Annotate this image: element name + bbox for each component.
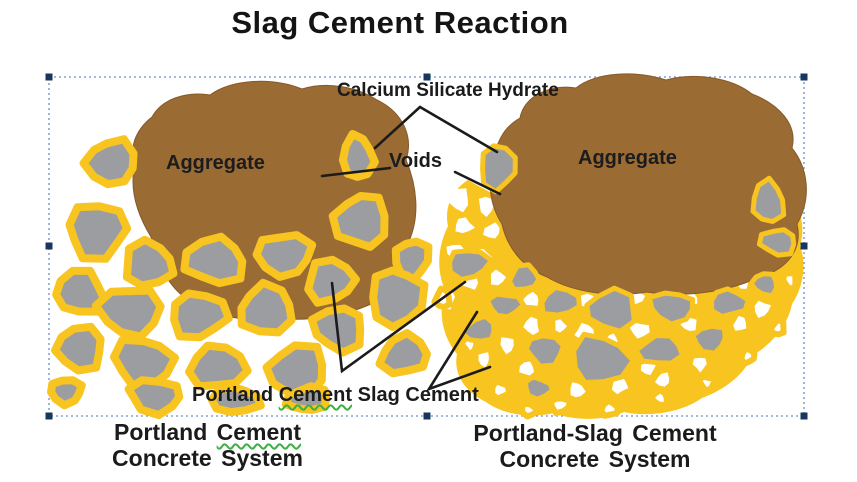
selection-handle-n[interactable] — [423, 73, 431, 81]
cement-particle — [447, 248, 494, 282]
page-title: Slag Cement Reaction — [231, 5, 569, 40]
cement-particle — [185, 341, 252, 391]
void-ring — [489, 378, 513, 402]
cement-particle — [646, 290, 696, 327]
cement-particle — [748, 271, 780, 299]
void — [500, 337, 514, 355]
aggregate-label-left: Aggregate — [166, 152, 265, 174]
void — [455, 217, 476, 234]
selection-handle-ne[interactable] — [800, 73, 808, 81]
label-word: Cement — [216, 419, 302, 445]
voids-pointer-line-right — [453, 170, 502, 196]
void — [733, 315, 747, 331]
cement-particle — [65, 202, 132, 263]
cement-particle — [328, 192, 389, 251]
cement-particle — [690, 323, 728, 356]
void-ring — [519, 400, 541, 420]
cement-particle — [539, 284, 582, 318]
cement-particle — [338, 130, 379, 181]
cement-particle — [47, 376, 86, 410]
void — [570, 382, 586, 398]
voids-pointer-line-left — [320, 166, 392, 178]
label-word: Portland — [113, 419, 208, 445]
cement-particle — [369, 266, 429, 331]
void-ring — [780, 270, 799, 293]
caption-line: Concrete System — [499, 446, 691, 472]
cement-particle — [180, 232, 247, 288]
void — [523, 291, 539, 306]
connector-lines — [320, 105, 502, 392]
portland-cement-label: Portland Cement — [192, 384, 352, 406]
selection-handle-e[interactable] — [800, 242, 808, 250]
cement-particle — [709, 286, 751, 319]
void-ring — [547, 395, 574, 417]
void-ring — [598, 397, 622, 419]
cement-particle — [262, 341, 327, 399]
right-diagram — [431, 73, 807, 420]
slag-cement-pointer-line — [425, 310, 492, 392]
caption-line: Portland-Slag Cement — [473, 420, 717, 446]
void — [754, 300, 772, 318]
cement-particle — [506, 262, 542, 292]
left-diagram — [47, 80, 433, 420]
void-ring — [738, 345, 758, 367]
cement-particle — [51, 322, 105, 375]
void — [519, 361, 535, 376]
cement-particle — [252, 231, 317, 281]
void — [449, 188, 468, 213]
void — [478, 352, 489, 368]
void-ring — [696, 373, 718, 394]
caption-line: Portland Cement — [100, 419, 315, 445]
voids-label: Voids — [389, 150, 442, 172]
void — [629, 322, 650, 339]
cement-particle — [304, 255, 360, 307]
cement-particle — [584, 285, 637, 334]
cement-particle — [522, 374, 555, 402]
void — [692, 357, 707, 373]
portland-cement-pointer-line — [330, 280, 467, 374]
cement-particle — [91, 286, 165, 341]
selection-handle-nw[interactable] — [45, 73, 53, 81]
cement-particle — [237, 278, 296, 337]
csh-pointer-line — [373, 105, 499, 154]
cement-particle — [110, 335, 179, 390]
void — [655, 372, 670, 387]
selection-handle-se[interactable] — [800, 412, 808, 420]
cement-particle — [484, 291, 527, 320]
caption-portland-slag-system: Portland-Slag Cement Concrete System — [455, 420, 735, 472]
label-word: Cement — [278, 384, 353, 406]
void — [523, 316, 539, 335]
void — [491, 269, 507, 286]
void — [478, 196, 495, 217]
caption-portland-cement-system: Portland Cement Concrete System — [100, 419, 315, 471]
selection-handle-s[interactable] — [423, 412, 431, 420]
selection-handle-w[interactable] — [45, 242, 53, 250]
caption-line: Concrete System — [112, 445, 303, 471]
cement-particle — [571, 331, 636, 385]
calcium-silicate-hydrate-label: Calcium Silicate Hydrate — [337, 80, 559, 101]
cement-particle — [480, 143, 518, 195]
void — [555, 319, 567, 333]
cement-particle — [375, 329, 431, 378]
cement-particle — [79, 135, 138, 189]
cement-particle — [207, 382, 265, 417]
void-ring — [767, 317, 787, 338]
aggregate-label-right: Aggregate — [578, 147, 677, 169]
void — [483, 222, 500, 239]
selection-handle-sw[interactable] — [45, 412, 53, 420]
cement-particle — [756, 227, 797, 258]
cement-particle — [633, 333, 686, 366]
cement-particle — [281, 382, 331, 414]
cement-particle — [170, 289, 233, 342]
cement-particle — [523, 333, 566, 369]
label-word: Portland — [192, 384, 274, 406]
slag-cement-label: Slag Cement — [357, 384, 479, 406]
aggregate-right-shape — [489, 73, 807, 295]
cement-type-labels: Portland Cement Slag Cement — [192, 384, 479, 407]
void-ring — [648, 386, 670, 408]
cement-particle — [124, 376, 184, 420]
cement-particle — [122, 235, 178, 290]
cement-particle — [750, 175, 787, 224]
